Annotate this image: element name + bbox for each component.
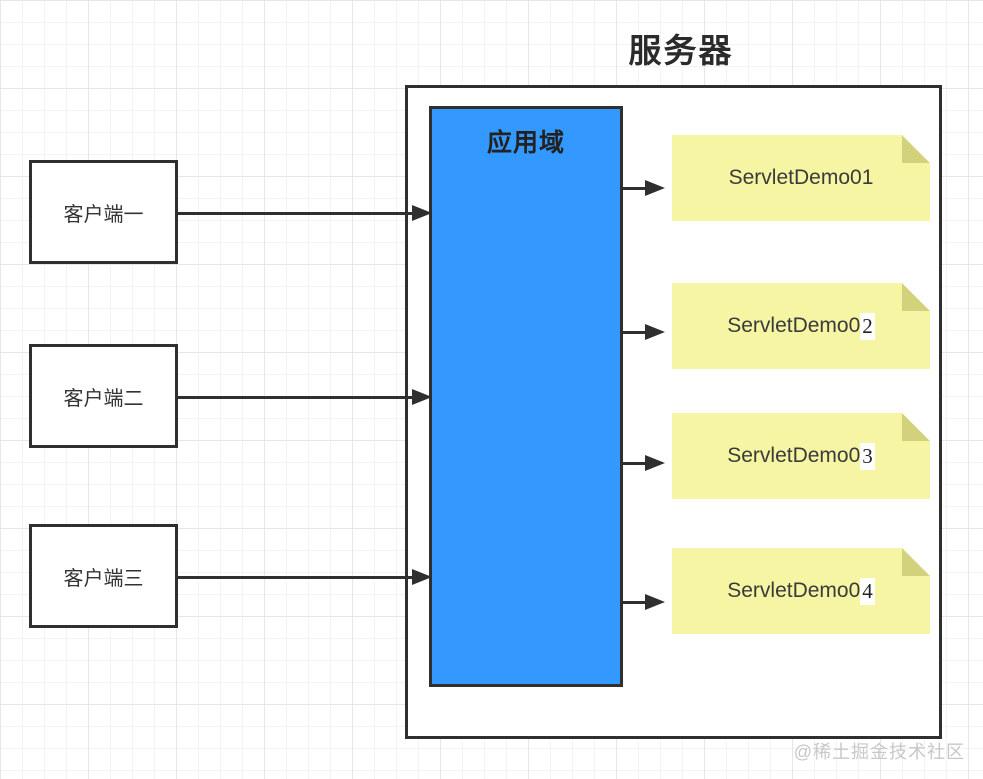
arrow-shaft	[622, 461, 650, 465]
arrow-client3-to-appdomain	[178, 569, 432, 585]
arrow-shaft	[622, 330, 650, 334]
arrowhead-icon	[645, 594, 665, 610]
arrow-appdomain-to-servlet1	[622, 180, 665, 196]
diagram-title: 服务器	[628, 32, 734, 69]
arrow-client2-to-appdomain	[178, 389, 432, 405]
client-label: 客户端二	[63, 387, 144, 410]
arrow-appdomain-to-servlet2	[622, 324, 665, 340]
arrow-appdomain-to-servlet4	[622, 594, 665, 610]
arrow-client1-to-appdomain	[178, 205, 432, 221]
servlet-label-base: ServletDemo0	[727, 579, 861, 602]
app-domain-box: 应用域	[429, 106, 623, 687]
arrowhead-icon	[412, 205, 432, 221]
client-box-3: 客户端三	[29, 524, 178, 628]
client-box-2: 客户端二	[29, 344, 178, 448]
servlet-label-digit: 4	[862, 578, 873, 603]
servlet-label-digit: 2	[862, 313, 873, 338]
servlet-label-base: ServletDemo0	[727, 444, 861, 467]
servlet-label-base: ServletDemo0	[728, 166, 862, 189]
servlet-label-digit: 1	[861, 166, 874, 189]
arrow-shaft	[622, 600, 650, 604]
arrow-shaft	[178, 211, 417, 215]
arrow-shaft	[622, 186, 650, 190]
arrow-appdomain-to-servlet3	[622, 455, 665, 471]
servlet-label-digit: 3	[862, 443, 873, 468]
watermark: @稀土掘金技术社区	[793, 742, 965, 762]
servlet-label-base: ServletDemo0	[727, 314, 861, 337]
arrowhead-icon	[412, 389, 432, 405]
arrowhead-icon	[645, 455, 665, 471]
client-label: 客户端三	[63, 567, 144, 590]
arrowhead-icon	[412, 569, 432, 585]
app-domain-label: 应用域	[486, 129, 565, 157]
client-box-1: 客户端一	[29, 160, 178, 264]
client-label: 客户端一	[63, 203, 144, 226]
arrowhead-icon	[645, 180, 665, 196]
arrowhead-icon	[645, 324, 665, 340]
arrow-shaft	[178, 575, 417, 579]
arrow-shaft	[178, 395, 417, 399]
